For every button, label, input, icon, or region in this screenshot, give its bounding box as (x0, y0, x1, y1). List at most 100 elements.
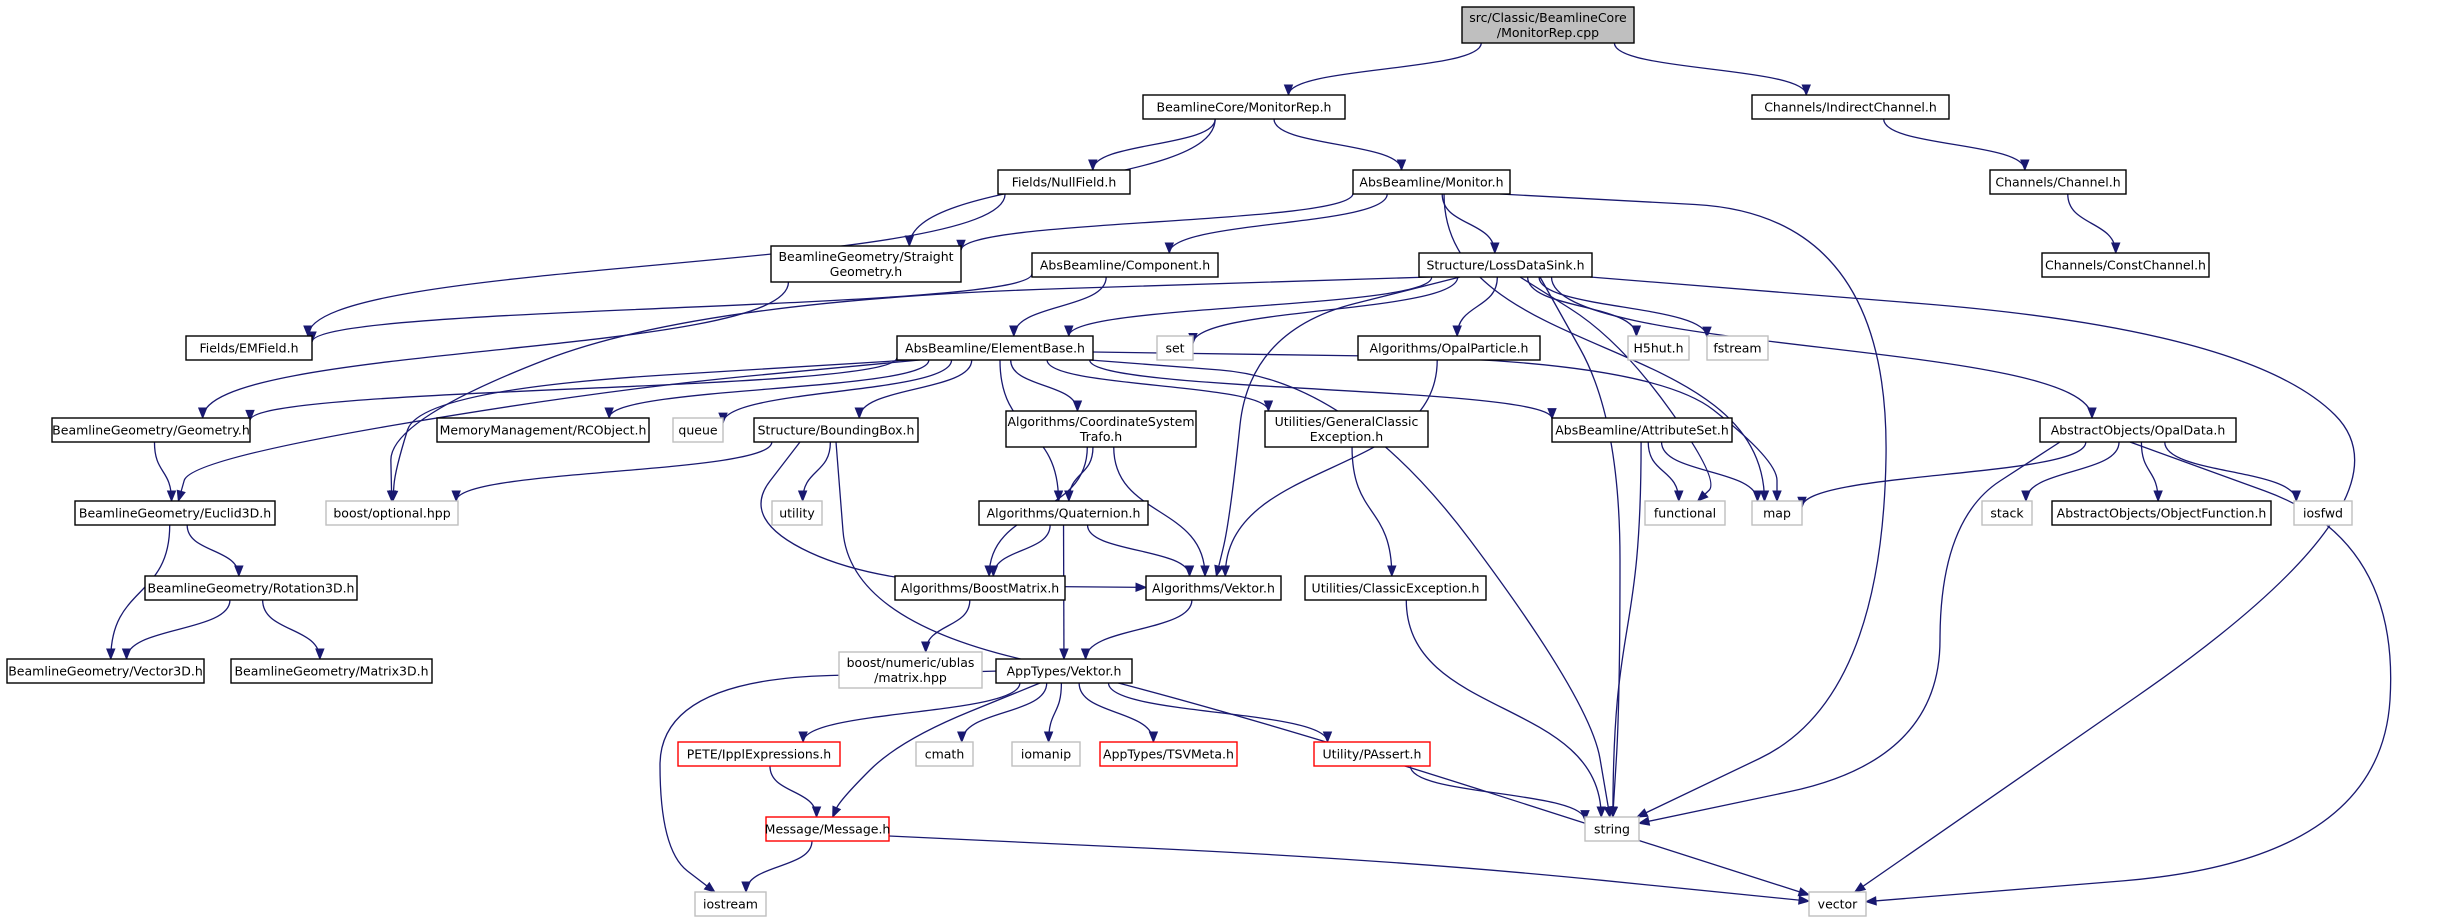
node-bbox-box (753, 417, 919, 443)
node-h5hut: H5hut.h (1627, 335, 1690, 361)
node-iosfwd-box (2293, 500, 2353, 526)
node-straight-box (770, 245, 962, 283)
node-euclid[interactable]: BeamlineGeometry/Euclid3D.h (74, 500, 276, 526)
node-nullfield[interactable]: Fields/NullField.h (997, 169, 1131, 195)
node-boostmat[interactable]: Algorithms/BoostMatrix.h (894, 575, 1066, 601)
node-iosfwd: iosfwd (2293, 500, 2353, 526)
node-vector3d[interactable]: BeamlineGeometry/Vector3D.h (6, 658, 205, 684)
edge-lossds-to-h5hut (1526, 276, 1642, 338)
node-monrep-box (1142, 94, 1346, 120)
edge-absmon-to-string (1499, 193, 1887, 818)
node-indirch-box (1751, 94, 1950, 120)
node-objfunc-label: AbstractObjects/ObjectFunction.h (2057, 506, 2267, 521)
node-classicexc[interactable]: Utilities/ClassicException.h (1304, 575, 1487, 601)
node-functional-label: functional (1654, 506, 1716, 521)
node-geometry[interactable]: BeamlineGeometry/Geometry.h (51, 417, 251, 443)
node-absmon[interactable]: AbsBeamline/Monitor.h (1352, 169, 1511, 195)
node-passert[interactable]: Utility/PAssert.h (1313, 741, 1431, 767)
node-rot3d-label: BeamlineGeometry/Rotation3D.h (148, 581, 355, 596)
node-geometry-label: BeamlineGeometry/Geometry.h (52, 423, 250, 438)
node-vector-box (1808, 891, 1867, 917)
node-coordtrafo-label: Algorithms/CoordinateSystem (1007, 414, 1194, 429)
node-appvektor[interactable]: AppTypes/Vektor.h (995, 658, 1133, 684)
edge-channel-to-constch (2067, 193, 2121, 255)
node-tsvmeta-box (1099, 741, 1238, 767)
edge-elembase-to-genexc (1046, 359, 1274, 413)
node-map: map (1751, 500, 1803, 526)
node-monrep[interactable]: BeamlineCore/MonitorRep.h (1142, 94, 1346, 120)
node-classicexc-label: Utilities/ClassicException.h (1312, 581, 1480, 596)
node-passert-label: Utility/PAssert.h (1323, 747, 1422, 762)
node-stack-label: stack (1990, 506, 2024, 521)
edge-algvektor-to-appvektor (1080, 599, 1193, 661)
node-h5hut-label: H5hut.h (1634, 341, 1684, 356)
node-attrset[interactable]: AbsBeamline/AttributeSet.h (1551, 417, 1733, 443)
node-nullfield-box (997, 169, 1131, 195)
edge-opaldata-to-stack (2021, 441, 2120, 503)
node-appvektor-box (995, 658, 1133, 684)
node-string: string (1584, 816, 1640, 842)
node-optional-label: boost/optional.hpp (333, 506, 450, 521)
node-rcobject[interactable]: MemoryManagement/RCObject.h (436, 417, 650, 443)
edge-quat-to-algvektor (1086, 524, 1195, 578)
node-layer: src/Classic/BeamlineCore/MonitorRep.cppB… (6, 6, 2353, 917)
node-component-box (1031, 252, 1219, 278)
node-algvektor[interactable]: Algorithms/Vektor.h (1145, 575, 1282, 601)
node-optional: boost/optional.hpp (325, 500, 459, 526)
node-ippl[interactable]: PETE/IpplExpressions.h (677, 741, 841, 767)
node-coordtrafo-box (1005, 410, 1197, 448)
node-matrix3d[interactable]: BeamlineGeometry/Matrix3D.h (230, 658, 433, 684)
edge-message-to-vector (888, 835, 1811, 905)
node-constch[interactable]: Channels/ConstChannel.h (2041, 252, 2210, 278)
node-euclid-box (74, 500, 276, 526)
edge-appvektor-to-iostream (659, 670, 1001, 893)
node-attrset-label: AbsBeamline/AttributeSet.h (1555, 423, 1729, 438)
node-quat[interactable]: Algorithms/Quaternion.h (978, 500, 1149, 526)
node-constch-box (2041, 252, 2210, 278)
node-bbox[interactable]: Structure/BoundingBox.h (753, 417, 919, 443)
node-objfunc-box (2051, 500, 2272, 526)
node-algvektor-box (1145, 575, 1282, 601)
edge-appvektor-to-iomanip (1043, 682, 1063, 744)
node-opalpart[interactable]: Algorithms/OpalParticle.h (1357, 335, 1541, 361)
node-emfield[interactable]: Fields/EMField.h (185, 335, 313, 361)
node-tsvmeta[interactable]: AppTypes/TSVMeta.h (1099, 741, 1238, 767)
edge-bbox-to-utility (797, 441, 832, 503)
node-constch-label: Channels/ConstChannel.h (2045, 258, 2206, 273)
edge-quat-to-boostmat (988, 524, 1051, 578)
edge-opaldata-to-iosfwd (2164, 441, 2301, 503)
node-root[interactable]: src/Classic/BeamlineCore/MonitorRep.cpp (1461, 6, 1635, 44)
node-cmath: cmath (915, 741, 974, 767)
node-algvektor-label: Algorithms/Vektor.h (1152, 581, 1275, 596)
edge-genexc-to-classicexc (1351, 446, 1397, 578)
edge-absmon-to-straight (956, 193, 1354, 252)
node-quat-label: Algorithms/Quaternion.h (987, 506, 1141, 521)
node-elembase[interactable]: AbsBeamline/ElementBase.h (896, 335, 1094, 361)
node-component[interactable]: AbsBeamline/Component.h (1031, 252, 1219, 278)
node-channel[interactable]: Channels/Channel.h (1989, 169, 2127, 195)
node-rot3d[interactable]: BeamlineGeometry/Rotation3D.h (144, 575, 358, 601)
node-matrix3d-label: BeamlineGeometry/Matrix3D.h (234, 664, 428, 679)
node-opaldata[interactable]: AbstractObjects/OpalData.h (2039, 417, 2237, 443)
node-emfield-label: Fields/EMField.h (199, 341, 298, 356)
node-component-label: AbsBeamline/Component.h (1040, 258, 1210, 273)
node-indirch[interactable]: Channels/IndirectChannel.h (1751, 94, 1950, 120)
node-boostmat-label: Algorithms/BoostMatrix.h (901, 581, 1059, 596)
edge-coordtrafo-to-quat (1064, 446, 1094, 503)
edge-elembase-to-coordtrafo (1010, 359, 1083, 413)
edge-rot3d-to-matrix3d (261, 599, 325, 661)
node-utility-box (771, 500, 823, 526)
node-boostmat-box (894, 575, 1066, 601)
edge-boostmat-to-ublas (921, 599, 971, 654)
node-message[interactable]: Message/Message.h (765, 816, 891, 842)
edge-attrset-to-functional (1647, 441, 1684, 503)
node-objfunc[interactable]: AbstractObjects/ObjectFunction.h (2051, 500, 2272, 526)
node-message-box (765, 816, 890, 842)
node-ippl-label: PETE/IpplExpressions.h (687, 747, 831, 762)
node-lossds[interactable]: Structure/LossDataSink.h (1418, 252, 1593, 278)
node-string-label: string (1594, 822, 1630, 837)
node-stack: stack (1981, 500, 2033, 526)
